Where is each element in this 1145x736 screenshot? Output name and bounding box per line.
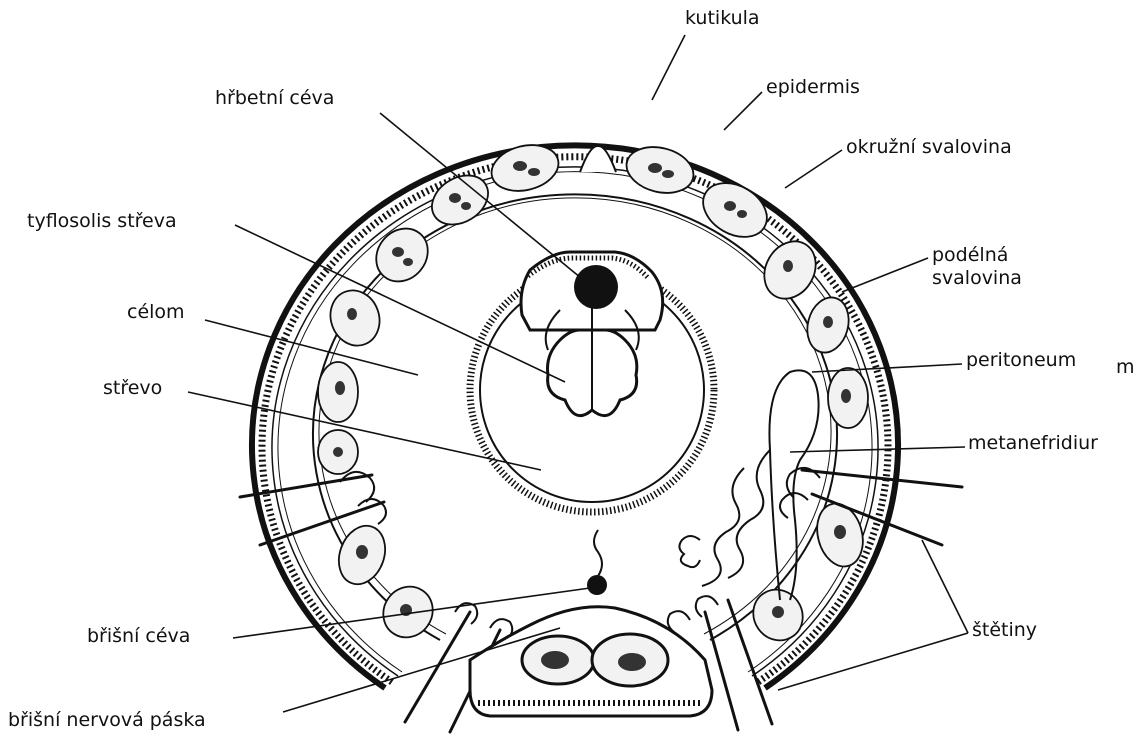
label-dorsal-blood-vessel: hřbetní céva [215,88,334,109]
label-coelom: célom [127,302,185,323]
label-longitudinal-muscle-line2: svalovina [932,267,1022,290]
intestine [470,252,714,512]
label-epidermis: epidermis [766,77,860,98]
label-peritoneum: peritoneum [966,350,1076,371]
label-kutikula: kutikula [685,8,760,29]
label-longitudinal-muscle: podélná svalovina [932,244,1022,290]
metanephridium [679,370,818,600]
label-ventral-blood-vessel: břišní céva [87,626,190,647]
dorsal-blood-vessel [574,265,618,309]
label-setae: štětiny [972,620,1037,641]
ventral-nerve-cord [470,607,712,716]
label-ventral-nerve-cord: břišní nervová páska [8,710,206,731]
label-longitudinal-muscle-line1: podélná [932,244,1022,267]
label-circular-muscle: okružní svalovina [846,137,1012,158]
label-metanephridium: metanefridiur [968,433,1098,454]
ventral-blood-vessel [587,530,607,595]
label-peritoneum-suffix: m [1116,357,1135,378]
label-intestine: střevo [103,378,162,399]
label-typhlosole: tyflosolis střeva [27,211,177,232]
